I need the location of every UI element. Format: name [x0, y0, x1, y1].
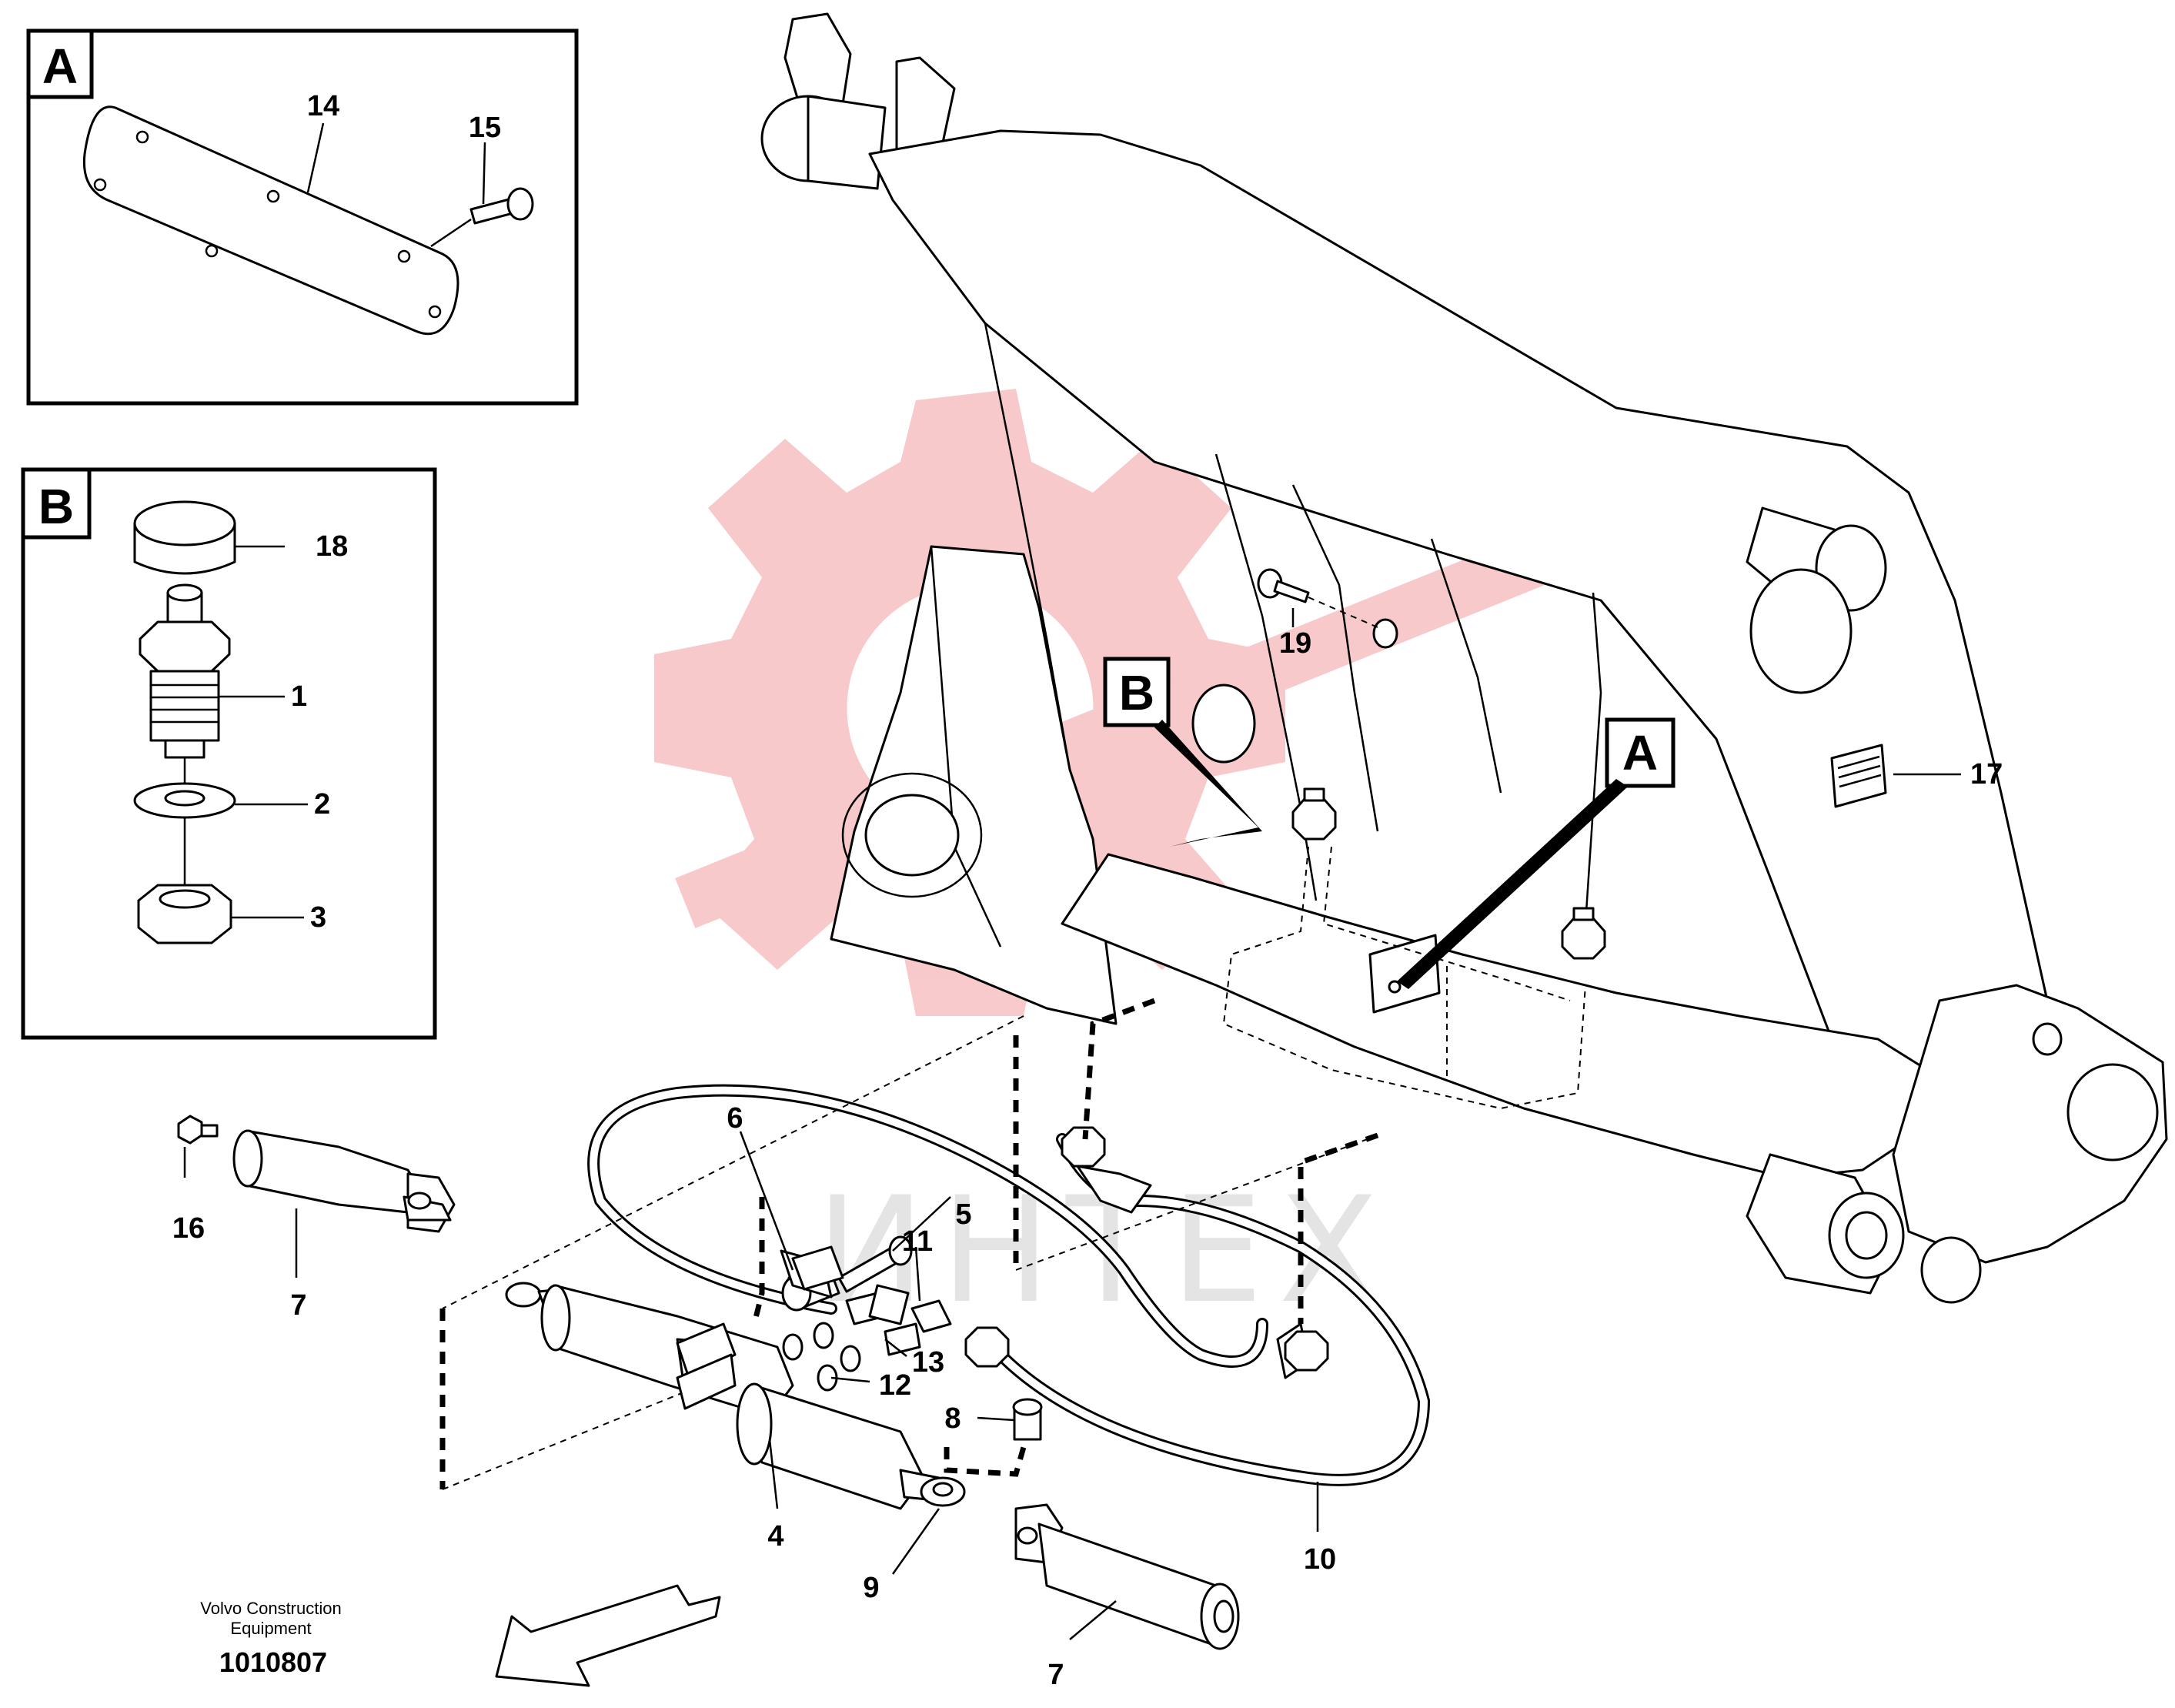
cylinder-grease-nipple [177, 1115, 219, 1145]
cover-plate-holes [93, 130, 442, 319]
cover-plate [82, 105, 459, 336]
hose-fitting-cylinder [964, 1326, 1010, 1368]
callout-14: 14 [307, 90, 339, 122]
hose-assembly [587, 1084, 1431, 1486]
caption-line-2: Equipment [230, 1619, 311, 1638]
callout-19: 19 [1279, 627, 1311, 660]
callout-4: 4 [767, 1520, 783, 1553]
caption-number: 1010807 [219, 1646, 327, 1678]
callout-10: 10 [1304, 1543, 1336, 1576]
grease-nipple [139, 583, 231, 759]
screw [837, 1235, 913, 1293]
callout-18: 18 [316, 530, 348, 563]
cover-screw [469, 187, 534, 225]
callout-6: 6 [727, 1102, 743, 1135]
callout-8: 8 [944, 1402, 961, 1435]
caption-line-1: Volvo Construction [200, 1599, 341, 1618]
pin [1012, 1398, 1043, 1441]
callout-9: 9 [863, 1572, 879, 1604]
hydraulic-cylinder [505, 1282, 966, 1510]
callout-17: 17 [1970, 758, 2003, 790]
callout-12: 12 [879, 1369, 911, 1402]
detail-box-b: B [21, 467, 437, 1040]
label-plate [1830, 744, 1887, 808]
cap [133, 500, 236, 575]
callout-11: 11 [902, 1225, 933, 1258]
marker-a: A [1397, 717, 1676, 989]
cylinder-upper [232, 1129, 456, 1233]
callout-5: 5 [955, 1198, 971, 1231]
frame-grease-fitting-right [1561, 907, 1606, 960]
marker-a-letter: A [1622, 725, 1658, 780]
callout-7-upper: 7 [290, 1289, 306, 1322]
callout-15: 15 [469, 112, 501, 144]
callout-1: 1 [291, 680, 307, 713]
marker-b-letter: B [1119, 665, 1154, 720]
callout-16: 16 [172, 1212, 205, 1245]
marker-b: B [1103, 657, 1262, 847]
callout-13: 13 [912, 1346, 944, 1379]
routing-dashes [439, 998, 1379, 1490]
leader-lines [183, 608, 1961, 1640]
callout-7-lower: 7 [1047, 1659, 1064, 1691]
callout-2: 2 [314, 788, 330, 821]
cylinder-lower [1014, 1503, 1240, 1650]
loader-frame [760, 12, 2168, 1304]
detail-box-a-letter: A [42, 38, 78, 94]
hose-fitting-upper [1061, 1126, 1152, 1214]
o-rings [782, 1322, 861, 1392]
frame-grease-fitting-left [1291, 787, 1337, 841]
hose-fitting-lower [1276, 1322, 1329, 1379]
adapter-fittings [780, 1245, 952, 1356]
frame-screw [1257, 568, 1398, 649]
washer [133, 782, 236, 819]
detail-box-a: A 14 15 [26, 28, 579, 406]
nut [137, 884, 232, 944]
callout-3: 3 [310, 901, 326, 934]
direction-arrow-icon [495, 1584, 721, 1687]
detail-box-b-letter: B [38, 479, 74, 534]
